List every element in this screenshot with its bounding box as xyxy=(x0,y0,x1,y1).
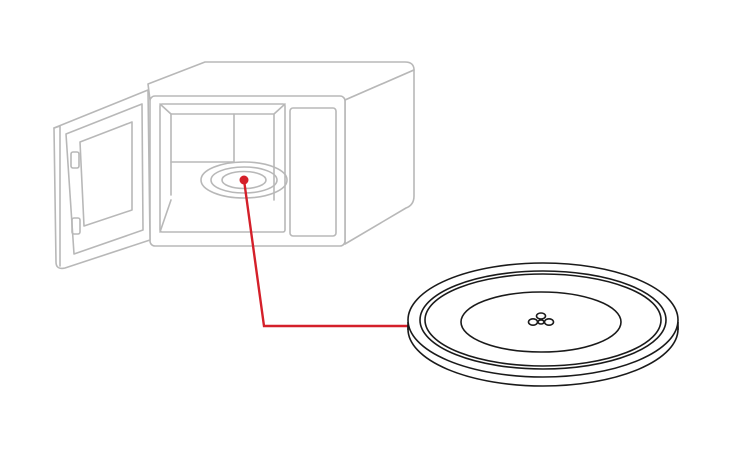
microwave-side xyxy=(344,69,415,245)
door-latch-top xyxy=(70,151,80,169)
door-latch-bottom xyxy=(71,217,81,235)
door-inner-frame xyxy=(65,103,144,255)
inner-turntable-outer xyxy=(200,161,288,199)
microwave-door xyxy=(53,89,151,270)
plate-inner-rim xyxy=(419,270,667,370)
plate-center-disc xyxy=(460,291,622,353)
callout xyxy=(239,175,410,328)
door-side-edge xyxy=(53,125,61,267)
microwave-oven-icon xyxy=(53,61,415,270)
control-panel xyxy=(289,107,337,237)
inner-turntable-mid xyxy=(210,166,278,194)
door-window xyxy=(79,121,133,227)
plate-coupler-icon xyxy=(527,312,555,326)
plate-rim-groove xyxy=(424,273,662,367)
callout-line xyxy=(242,179,410,328)
callout-dot-icon xyxy=(239,175,249,185)
microwave-cavity xyxy=(159,103,286,233)
cavity-corner-lines xyxy=(159,103,286,233)
turntable-plate-icon xyxy=(407,262,679,387)
